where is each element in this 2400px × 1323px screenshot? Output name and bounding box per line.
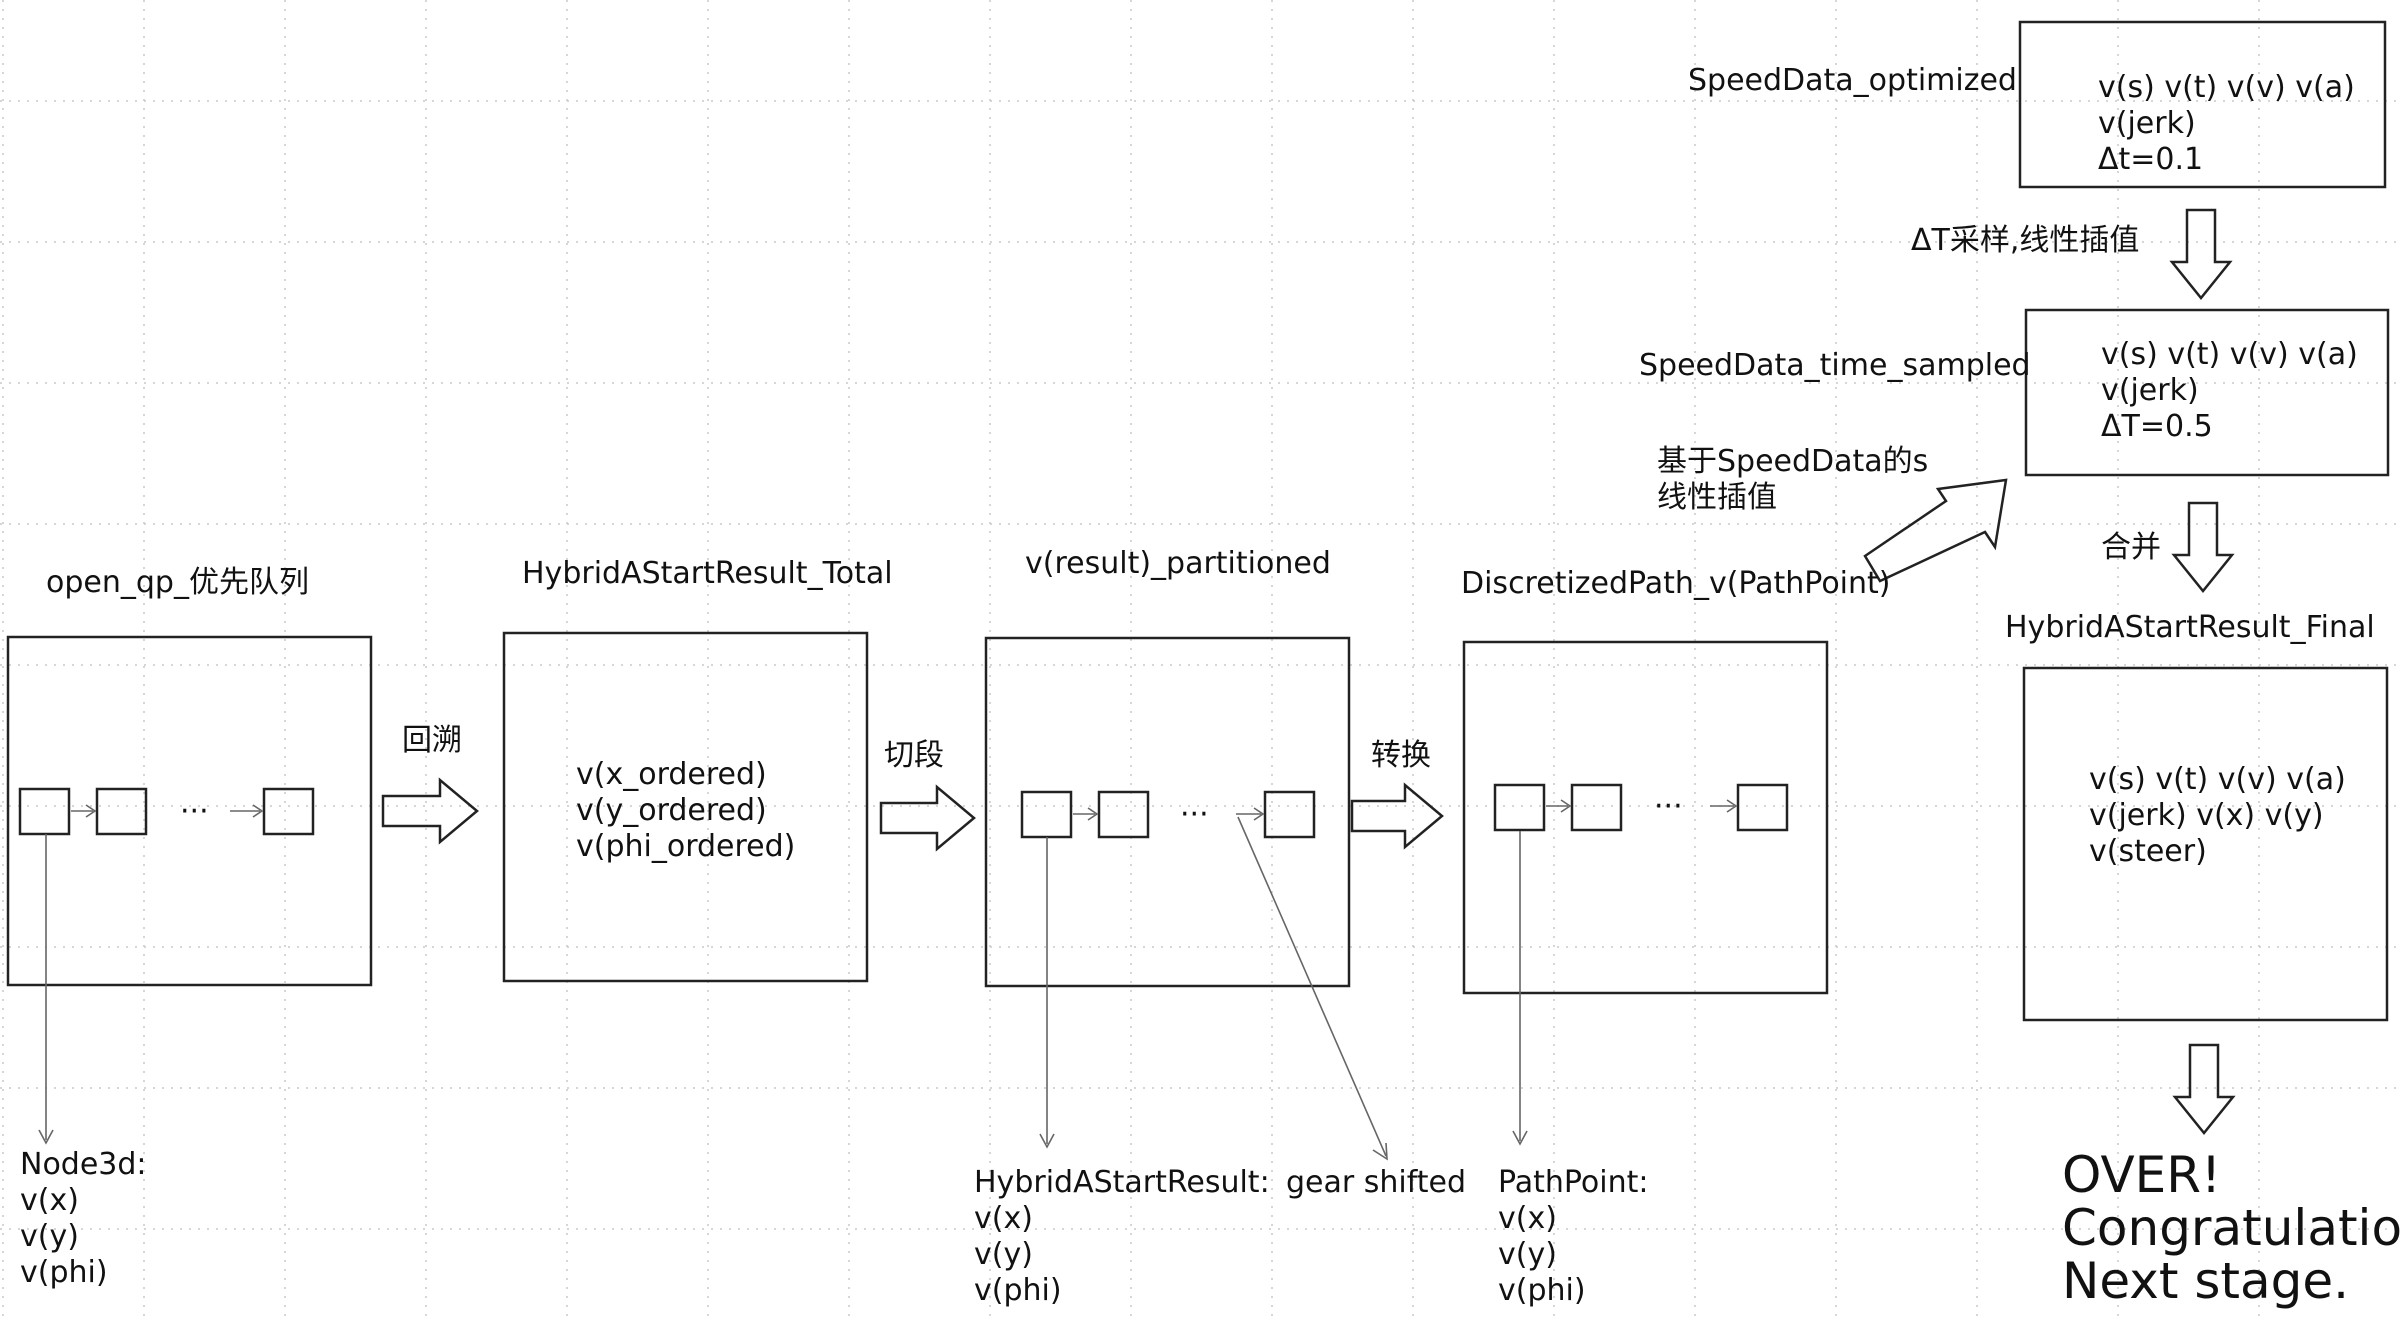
label-interp-line1: 基于SpeedData的s: [1657, 444, 1929, 479]
block-arrow-right: [381, 777, 479, 845]
pointer-arrow-head: [38, 1129, 54, 1145]
result-note: HybridAStartResult:: [974, 1165, 1270, 1200]
total-field: v(y_ordered): [576, 793, 767, 828]
label-final: HybridAStartResult_Final: [2005, 610, 2375, 645]
ending-line: Next stage.: [2062, 1252, 2350, 1310]
final-field: v(s) v(t) v(v) v(a): [2089, 762, 2346, 797]
label-open-qp: open_qp_优先队列: [46, 565, 309, 600]
pathpoint-note: PathPoint:: [1498, 1165, 1649, 1200]
optimized-field: v(jerk): [2098, 106, 2196, 141]
queue-node: [95, 787, 148, 836]
label-discretized: DiscretizedPath_v(PathPoint): [1461, 566, 1891, 601]
label-partitioned: v(result)_partitioned: [1025, 546, 1331, 581]
queue-node: [18, 787, 71, 836]
chain-arrow-head: [252, 804, 264, 818]
node3d-note: Node3d:: [20, 1147, 147, 1182]
segment-node: [1263, 790, 1316, 839]
chain-arrow-head: [1087, 807, 1099, 821]
label-segment: 切段: [884, 738, 944, 773]
pathpoint-note: v(y): [1498, 1237, 1557, 1272]
chain-arrow-head: [1726, 799, 1738, 813]
time-sampled-field: ΔT=0.5: [2101, 409, 2213, 444]
block-arrow-diagonal: [1863, 478, 2008, 583]
box-final: [2022, 666, 2389, 1022]
total-field: v(phi_ordered): [576, 829, 796, 864]
optimized-field: Δt=0.1: [2098, 142, 2204, 177]
box-open-qp: [6, 635, 373, 987]
node3d-note: v(phi): [20, 1255, 108, 1290]
ending-line: Congratulation!: [2062, 1199, 2400, 1257]
chain-arrow-head: [1253, 807, 1265, 821]
pointer-arrow-head: [1512, 1130, 1528, 1146]
label-optimized: SpeedData_optimized: [1688, 63, 2017, 98]
box-total: [502, 631, 869, 983]
time-sampled-field: v(s) v(t) v(v) v(a): [2101, 337, 2358, 372]
pointer-arrow-head: [1039, 1133, 1055, 1149]
pointer-line-gear: [1237, 816, 1387, 1157]
box-optimized: [2018, 20, 2387, 189]
block-arrow-right: [879, 784, 976, 852]
final-field: v(jerk) v(x) v(y): [2089, 798, 2324, 833]
ending-line: OVER!: [2062, 1146, 2222, 1204]
ellipsis: ···: [1180, 797, 1209, 832]
result-note: v(phi): [974, 1273, 1062, 1308]
ellipsis: ···: [1654, 789, 1683, 824]
block-arrow-down: [2169, 208, 2233, 300]
label-sample: ΔT采样,线性插值: [1911, 223, 2140, 258]
label-total: HybridAStartResult_Total: [522, 556, 893, 591]
label-merge: 合并: [2101, 530, 2161, 565]
path-node: [1493, 783, 1546, 832]
segment-node: [1020, 790, 1073, 839]
chain-arrow-head: [85, 804, 97, 818]
pathpoint-note: v(x): [1498, 1201, 1557, 1236]
block-arrow-down: [2171, 501, 2235, 593]
final-field: v(steer): [2089, 834, 2207, 869]
label-convert: 转换: [1371, 738, 1431, 773]
segment-node: [1097, 790, 1150, 839]
ellipsis: ···: [180, 794, 209, 829]
path-node: [1736, 783, 1789, 832]
block-arrow-right: [1350, 782, 1444, 850]
block-arrow-down: [2172, 1043, 2236, 1135]
label-time-sampled: SpeedData_time_sampled: [1639, 348, 2031, 383]
node3d-note: v(x): [20, 1183, 79, 1218]
result-note: v(x): [974, 1201, 1033, 1236]
gear-note: gear shifted: [1286, 1165, 1467, 1200]
box-partitioned: [984, 636, 1351, 988]
label-interp-line2: 线性插值: [1657, 480, 1777, 515]
node3d-note: v(y): [20, 1219, 79, 1254]
box-discretized: [1462, 640, 1829, 995]
queue-node: [262, 787, 315, 836]
total-field: v(x_ordered): [576, 757, 767, 792]
label-backtrack: 回溯: [402, 723, 462, 758]
result-note: v(y): [974, 1237, 1033, 1272]
path-node: [1570, 783, 1623, 832]
optimized-field: v(s) v(t) v(v) v(a): [2098, 70, 2355, 105]
box-time-sampled: [2024, 308, 2390, 477]
chain-arrow-head: [1560, 799, 1572, 813]
pathpoint-note: v(phi): [1498, 1273, 1586, 1308]
pointer-arrow-head: [1372, 1142, 1388, 1161]
time-sampled-field: v(jerk): [2101, 373, 2199, 408]
